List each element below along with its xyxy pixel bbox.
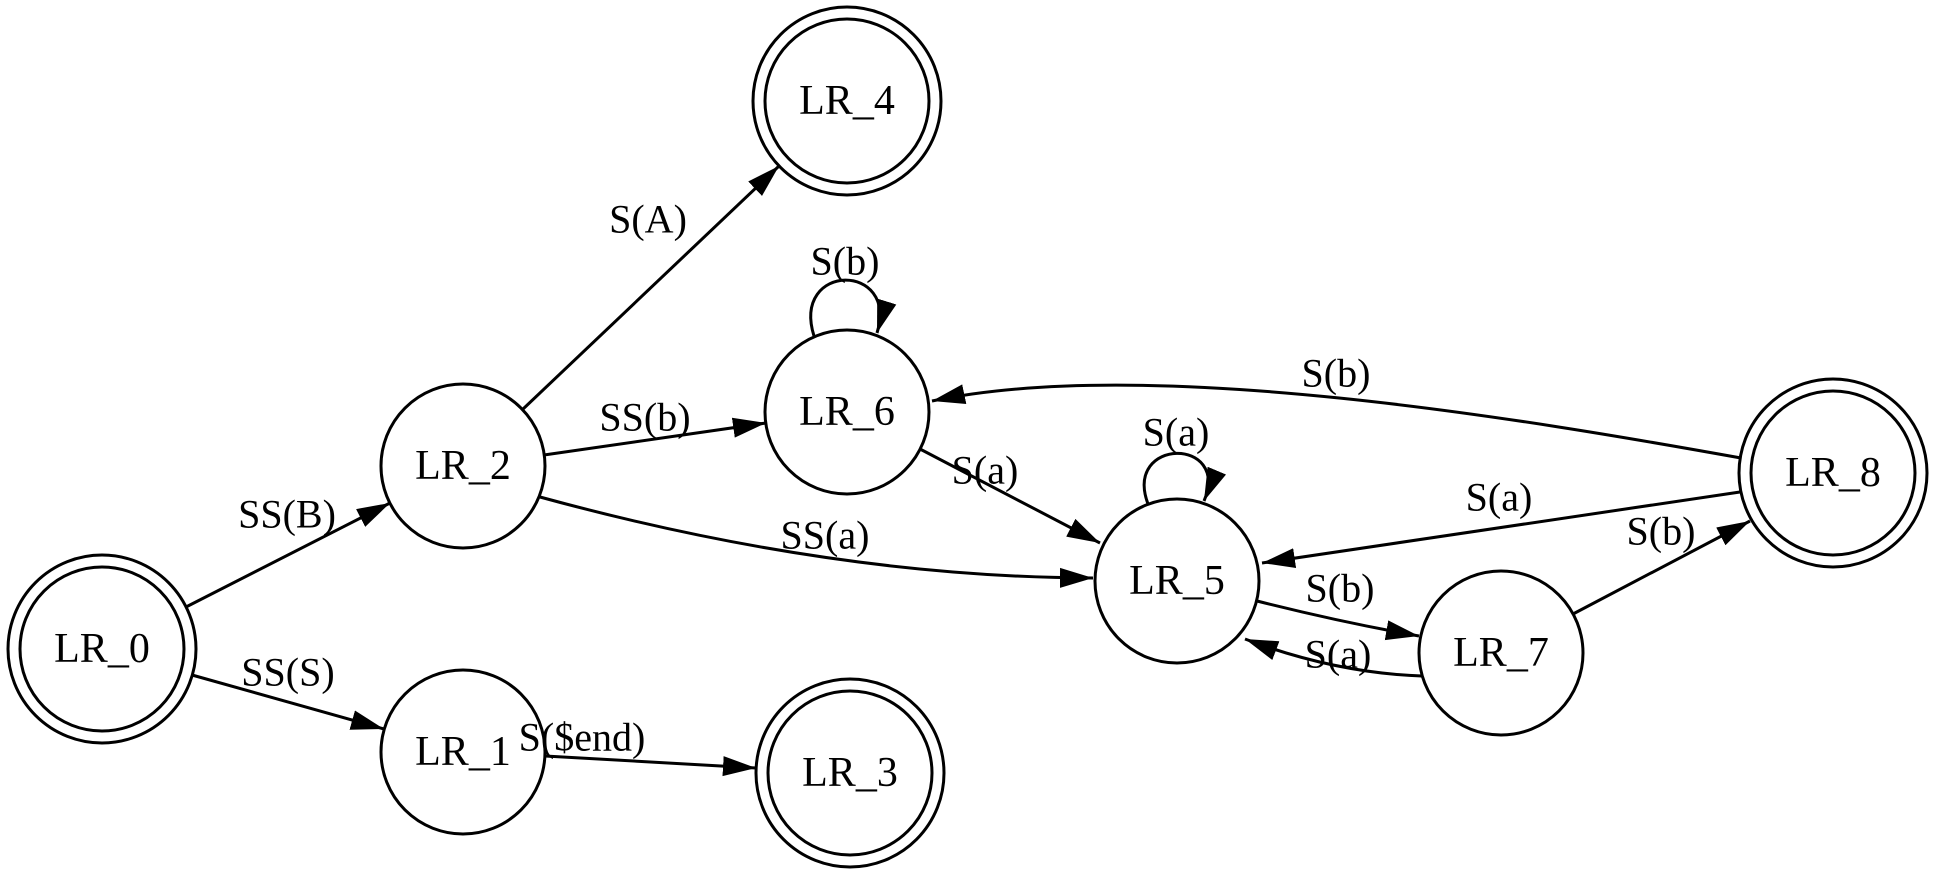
transition-LR_0-LR_1: SS(S) bbox=[191, 650, 385, 731]
transition-arrow bbox=[543, 417, 767, 457]
transitions-layer: SS(B) SS(S) S($end) S(A) SS(b) SS(a) S(b) S(a) S… bbox=[185, 164, 1751, 777]
state-label: LR_6 bbox=[799, 389, 895, 435]
accepting-state-outer-circle bbox=[751, 5, 943, 197]
state-LR_5: LR_5 bbox=[1093, 497, 1261, 665]
transition-arrow bbox=[931, 383, 1742, 460]
transition-label: S(b) bbox=[811, 239, 880, 284]
transition-label: SS(S) bbox=[241, 650, 334, 695]
state-LR_8: LR_8 bbox=[1737, 377, 1929, 569]
accepting-state-outer-circle bbox=[6, 553, 198, 745]
transition-arrow bbox=[191, 673, 385, 731]
state-circle bbox=[1417, 569, 1585, 737]
transition-label: SS(b) bbox=[599, 395, 690, 440]
transition-label: S(b) bbox=[1627, 509, 1696, 554]
transition-label: S(b) bbox=[1306, 566, 1375, 611]
transition-label: S(a) bbox=[1143, 410, 1210, 455]
transition-label: S(A) bbox=[609, 197, 687, 242]
transition-arrow bbox=[1572, 519, 1751, 616]
state-label: LR_3 bbox=[802, 750, 898, 796]
state-label: LR_8 bbox=[1785, 450, 1881, 496]
transition-label: SS(B) bbox=[238, 492, 336, 537]
transition-LR_7-LR_5: S(a) bbox=[1244, 632, 1423, 678]
state-LR_2: LR_2 bbox=[379, 382, 547, 550]
transition-arrow bbox=[1256, 599, 1420, 641]
transition-LR_5-LR_5: S(a) bbox=[1142, 410, 1227, 505]
transition-arrow bbox=[185, 501, 391, 609]
state-LR_3: LR_3 bbox=[754, 677, 946, 869]
accepting-state-outer-circle bbox=[754, 677, 946, 869]
state-LR_4: LR_4 bbox=[751, 5, 943, 197]
state-label: LR_2 bbox=[415, 443, 511, 489]
transition-label: S(a) bbox=[952, 448, 1019, 493]
state-label: LR_0 bbox=[54, 626, 150, 672]
state-label: LR_5 bbox=[1129, 558, 1225, 604]
transition-arrow bbox=[544, 754, 757, 777]
transition-arrow bbox=[1244, 637, 1423, 678]
accepting-state-inner-circle bbox=[18, 565, 186, 733]
transition-LR_0-LR_2: SS(B) bbox=[185, 492, 391, 609]
accepting-state-inner-circle bbox=[763, 17, 931, 185]
transition-arrow bbox=[539, 495, 1094, 588]
state-label: LR_4 bbox=[799, 78, 895, 124]
transition-arrow bbox=[520, 164, 781, 412]
accepting-state-inner-circle bbox=[766, 689, 934, 857]
transition-arrow bbox=[809, 278, 897, 337]
accepting-state-outer-circle bbox=[1737, 377, 1929, 569]
transition-LR_8-LR_6: S(b) bbox=[931, 351, 1742, 460]
state-circle bbox=[1093, 497, 1261, 665]
transition-LR_6-LR_5: S(a) bbox=[919, 447, 1101, 545]
transition-LR_2-LR_5: SS(a) bbox=[539, 495, 1094, 588]
transition-LR_6-LR_6: S(b) bbox=[809, 239, 897, 337]
transition-arrow bbox=[919, 447, 1101, 545]
transition-LR_1-LR_3: S($end) bbox=[519, 715, 757, 777]
transition-label: SS(a) bbox=[781, 513, 870, 558]
transition-arrow bbox=[1142, 451, 1227, 505]
transition-label: S(a) bbox=[1466, 475, 1533, 520]
transition-label: S(b) bbox=[1302, 351, 1371, 396]
transition-LR_8-LR_5: S(a) bbox=[1261, 475, 1741, 569]
state-circle bbox=[763, 328, 931, 496]
state-circle bbox=[379, 668, 547, 836]
accepting-state-inner-circle bbox=[1749, 389, 1917, 557]
state-LR_0: LR_0 bbox=[6, 553, 198, 745]
transition-LR_2-LR_4: S(A) bbox=[520, 164, 781, 412]
transition-LR_5-LR_7: S(b) bbox=[1256, 566, 1420, 641]
state-LR_1: LR_1 bbox=[379, 668, 547, 836]
state-LR_6: LR_6 bbox=[763, 328, 931, 496]
transition-LR_2-LR_6: SS(b) bbox=[543, 395, 767, 457]
transition-LR_7-LR_8: S(b) bbox=[1572, 509, 1751, 616]
state-label: LR_7 bbox=[1453, 630, 1549, 676]
transition-label: S(a) bbox=[1305, 632, 1372, 677]
transition-arrow bbox=[1261, 490, 1741, 569]
state-LR_7: LR_7 bbox=[1417, 569, 1585, 737]
state-label: LR_1 bbox=[415, 729, 511, 775]
state-circle bbox=[379, 382, 547, 550]
states-layer: LR_0LR_1 LR_2LR_3 LR_4LR_5 LR_6LR_7 LR_8 bbox=[6, 5, 1929, 869]
